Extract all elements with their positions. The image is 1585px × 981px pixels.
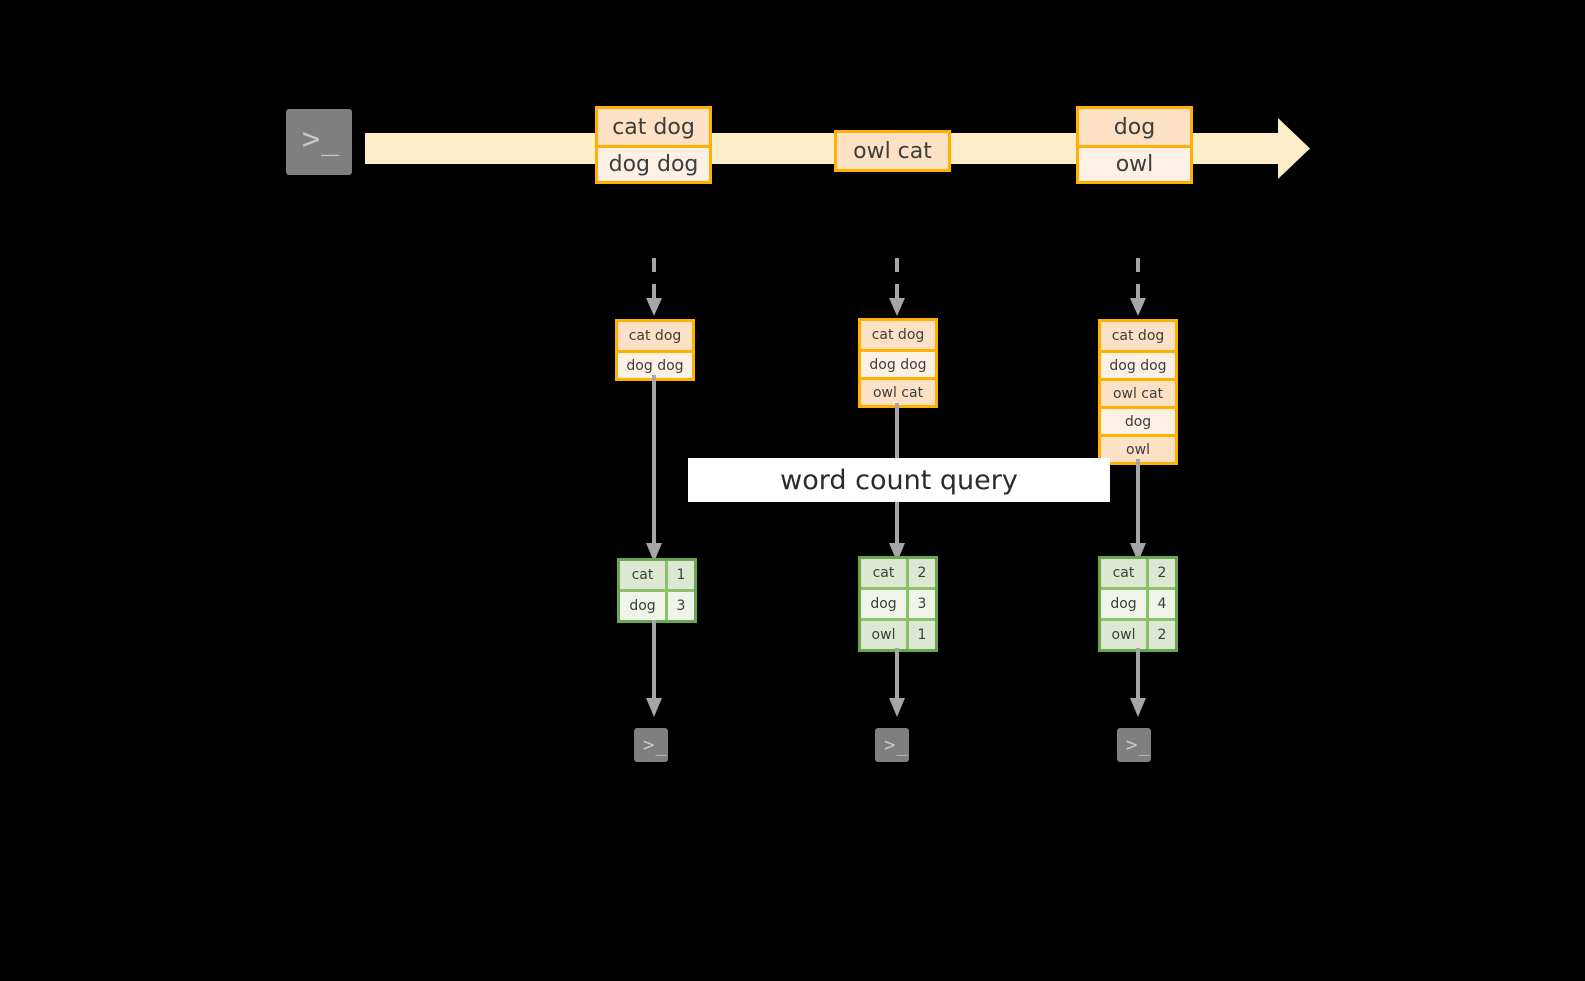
buffer-line: dog dog (861, 349, 935, 377)
sink-connector-3 (1129, 648, 1147, 720)
word-cell: dog (1101, 590, 1146, 618)
word-cell: dog (861, 590, 906, 618)
buffer-line: owl cat (1101, 378, 1175, 406)
count-cell: 2 (1146, 621, 1175, 649)
buffer-stack-2: cat dog dog dog owl cat (858, 318, 938, 408)
sink-connector-2 (888, 648, 906, 720)
prompt-text: >_ (1126, 734, 1151, 756)
buffer-stack-1: cat dog dog dog (615, 319, 695, 381)
dashed-connector-2 (888, 258, 906, 320)
record-line: cat dog (598, 109, 709, 145)
table-row: dog 3 (620, 589, 694, 620)
count-cell: 2 (906, 559, 935, 587)
word-cell: cat (620, 561, 665, 589)
prompt-glyph: >_ (1117, 728, 1151, 762)
prompt-text: >_ (302, 122, 341, 157)
query-connector-3 (1129, 459, 1147, 565)
query-connector-1 (645, 375, 663, 565)
stream-record-2: owl cat (834, 130, 951, 172)
dashed-connector-3 (1129, 258, 1147, 320)
dashed-connector-1 (645, 258, 663, 320)
table-row: owl 2 (1101, 618, 1175, 649)
count-cell: 1 (906, 621, 935, 649)
count-cell: 3 (906, 590, 935, 618)
word-cell: owl (861, 621, 906, 649)
word-cell: cat (861, 559, 906, 587)
buffer-line: cat dog (1101, 322, 1175, 350)
record-line: owl (1079, 145, 1190, 181)
result-table-2: cat 2 dog 3 owl 1 (858, 556, 938, 652)
prompt-glyph: >_ (875, 728, 909, 762)
stream-arrow-head (1278, 118, 1310, 179)
terminal-icon-sink-1[interactable]: >_ (625, 719, 677, 771)
count-cell: 4 (1146, 590, 1175, 618)
stream-record-3: dog owl (1076, 106, 1193, 184)
prompt-glyph: >_ (286, 109, 352, 175)
table-row: dog 4 (1101, 587, 1175, 618)
buffer-stack-3: cat dog dog dog owl cat dog owl (1098, 319, 1178, 465)
count-cell: 2 (1146, 559, 1175, 587)
table-row: cat 1 (620, 561, 694, 589)
buffer-line: cat dog (861, 321, 935, 349)
record-line: dog (1079, 109, 1190, 145)
buffer-line: dog dog (618, 350, 692, 378)
result-table-3: cat 2 dog 4 owl 2 (1098, 556, 1178, 652)
terminal-icon-sink-2[interactable]: >_ (866, 719, 918, 771)
sink-connector-1 (645, 620, 663, 720)
buffer-line: cat dog (618, 322, 692, 350)
word-cell: dog (620, 592, 665, 620)
buffer-line: owl (1101, 434, 1175, 462)
prompt-text: >_ (643, 734, 668, 756)
buffer-line: dog (1101, 406, 1175, 434)
word-cell: cat (1101, 559, 1146, 587)
buffer-line: dog dog (1101, 350, 1175, 378)
prompt-text: >_ (884, 734, 909, 756)
buffer-line: owl cat (861, 377, 935, 405)
record-line: owl cat (837, 133, 948, 169)
result-table-1: cat 1 dog 3 (617, 558, 697, 623)
count-cell: 1 (665, 561, 694, 589)
count-cell: 3 (665, 592, 694, 620)
table-row: cat 2 (861, 559, 935, 587)
table-row: cat 2 (1101, 559, 1175, 587)
prompt-glyph: >_ (634, 728, 668, 762)
table-row: dog 3 (861, 587, 935, 618)
word-cell: owl (1101, 621, 1146, 649)
terminal-icon-sink-3[interactable]: >_ (1108, 719, 1160, 771)
query-label: word count query (688, 458, 1110, 502)
record-line: dog dog (598, 145, 709, 181)
stream-record-1: cat dog dog dog (595, 106, 712, 184)
query-label-text: word count query (780, 464, 1018, 496)
table-row: owl 1 (861, 618, 935, 649)
terminal-icon-source[interactable]: >_ (277, 100, 361, 184)
